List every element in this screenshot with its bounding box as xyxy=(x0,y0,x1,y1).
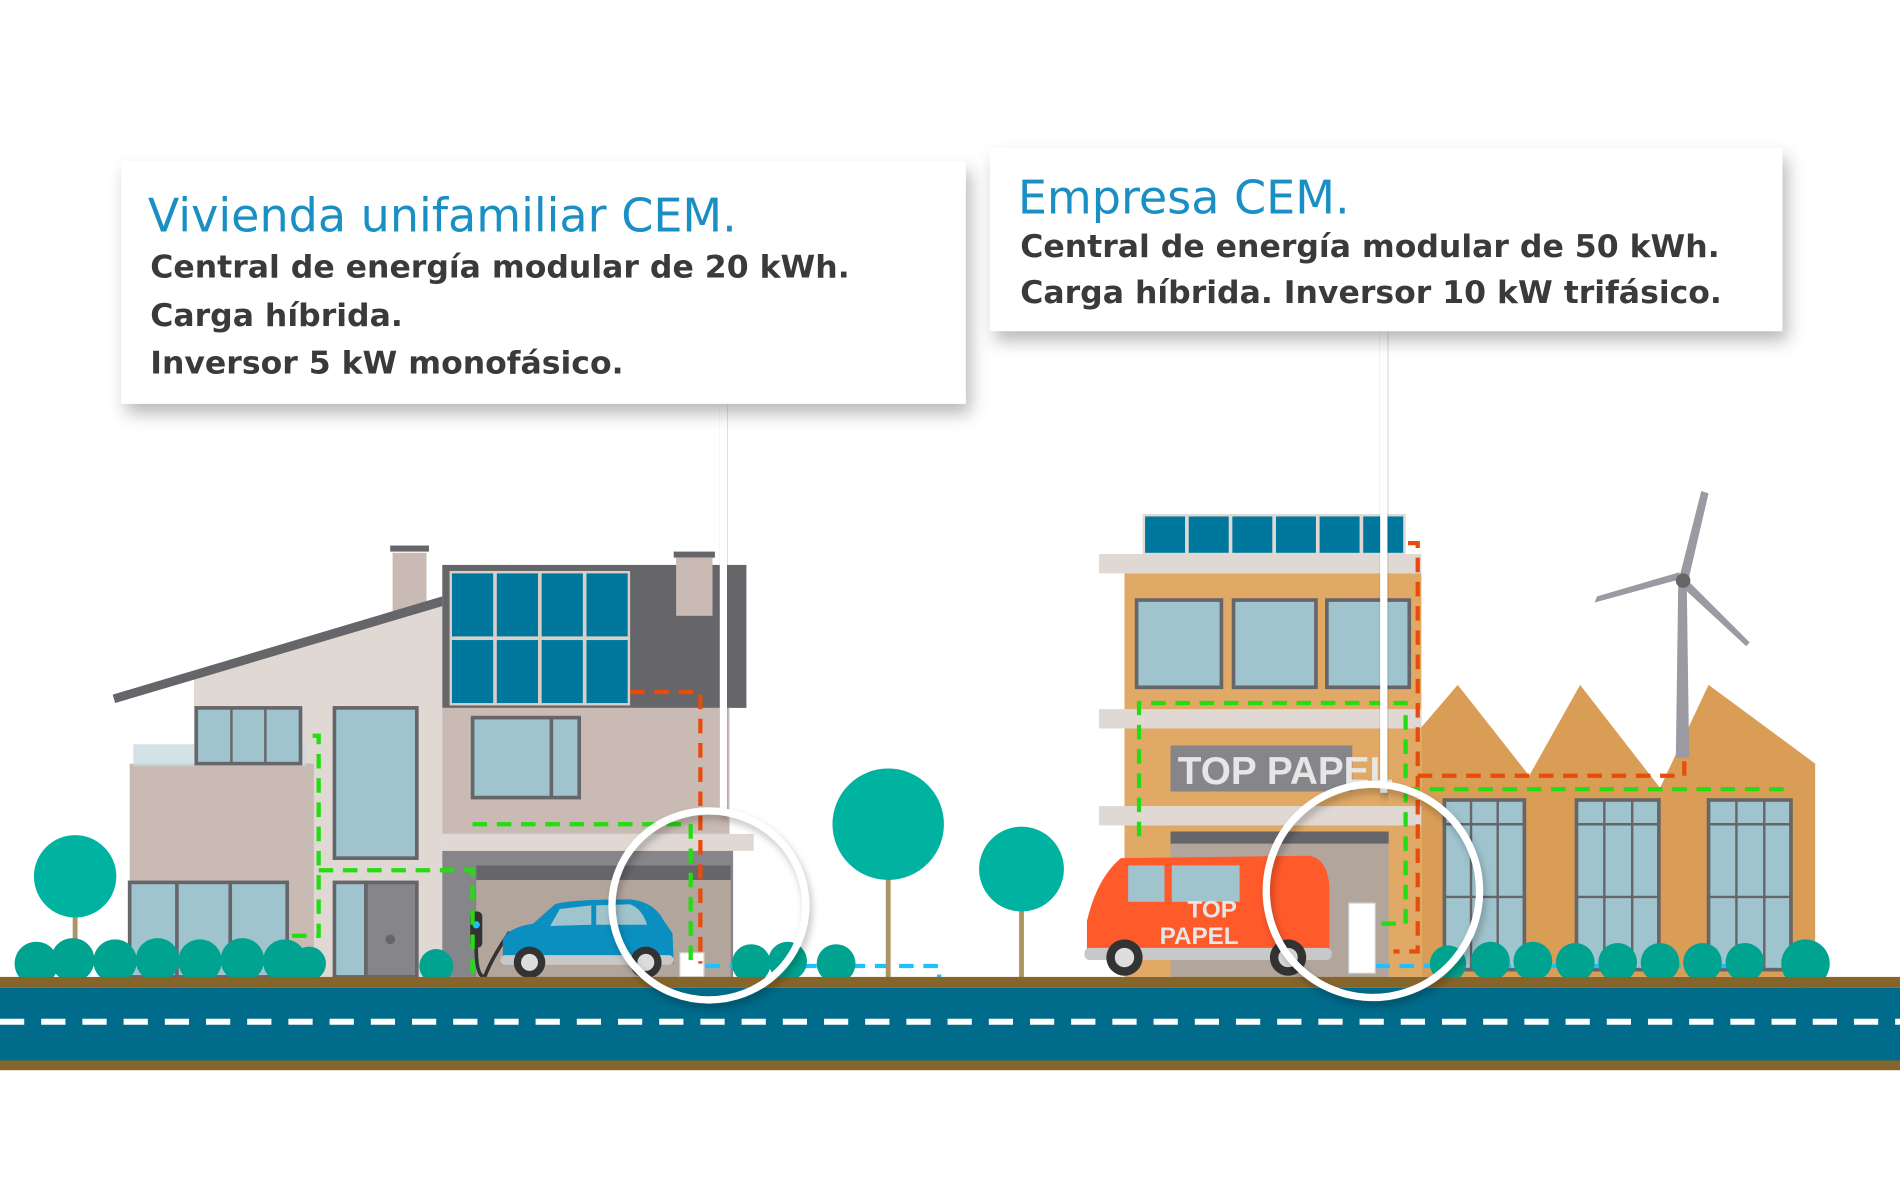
trees-left xyxy=(14,768,1064,986)
solar-panels-house xyxy=(449,570,631,706)
factory xyxy=(1421,684,1816,977)
road xyxy=(0,976,1900,1071)
battery-unit-business xyxy=(1348,902,1376,974)
van: TOP PAPEL xyxy=(1084,855,1332,976)
van-sign-line-1: TOP xyxy=(1188,897,1237,924)
bushes-right xyxy=(1429,939,1830,988)
business-card-line: Carga híbrida. Inversor 10 kW trifásico. xyxy=(1020,275,1722,311)
callout-business xyxy=(1262,327,1484,1002)
front-door xyxy=(364,880,419,979)
callout-home xyxy=(608,400,810,1004)
business-info-card: Empresa CEM. Central de energía modular … xyxy=(989,148,1783,332)
business-card-line: Central de energía modular de 50 kWh. xyxy=(1020,229,1719,265)
house xyxy=(112,545,754,979)
van-sign-line-2: PAPEL xyxy=(1160,923,1239,950)
home-info-card: Vivienda unifamiliar CEM. Central de ene… xyxy=(121,161,966,404)
wind-turbine xyxy=(1594,491,1750,758)
business-card-title: Empresa CEM. xyxy=(1018,171,1350,225)
home-card-title: Vivienda unifamiliar CEM. xyxy=(148,189,737,243)
home-card-line: Inversor 5 kW monofásico. xyxy=(150,345,623,381)
home-card-line: Central de energía modular de 20 kWh. xyxy=(150,250,849,286)
home-card-line: Carga híbrida. xyxy=(150,298,403,334)
